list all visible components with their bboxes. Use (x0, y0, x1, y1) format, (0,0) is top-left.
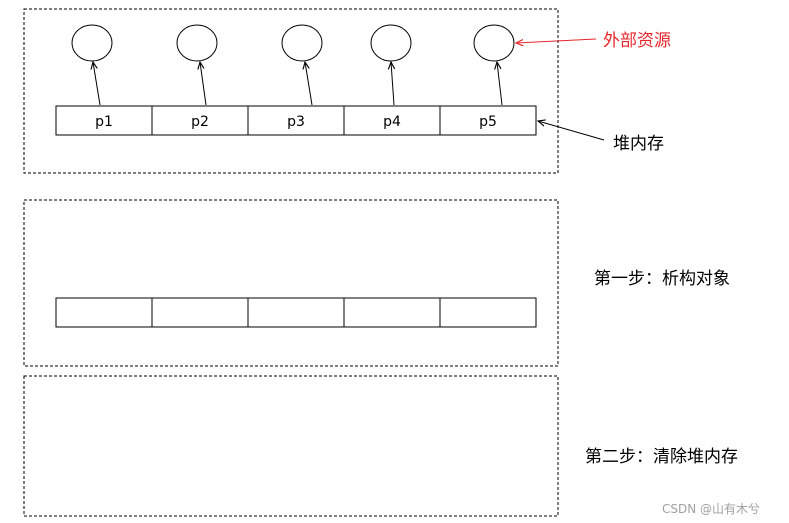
heap-cell-label: p1 (95, 114, 113, 130)
pointer-arrow-p5 (497, 62, 503, 106)
heap-cell (247, 105, 345, 136)
heap-array-1: p1 p2 p3 p4 p5 (55, 105, 537, 136)
external-resource-label: 外部资源 (603, 31, 671, 51)
heap-cell (439, 297, 537, 328)
resource-circle-2 (176, 24, 218, 62)
heap-cell (151, 105, 249, 136)
heap-memory-label: 堆内存 (613, 134, 664, 154)
resource-circle-4 (370, 24, 412, 62)
heap-cell (247, 297, 345, 328)
heap-memory-arrow (538, 121, 605, 141)
heap-cell (439, 105, 537, 136)
heap-cell-label: p5 (479, 114, 497, 130)
pointer-arrow-p1 (93, 62, 101, 106)
heap-cell-label: p4 (383, 114, 401, 130)
step-2-label: 第二步：清除堆内存 (585, 447, 738, 467)
pointer-arrow-p4 (391, 62, 394, 106)
pointer-arrows (93, 62, 503, 106)
external-resource-circles (71, 24, 515, 62)
external-resource-arrow (516, 38, 597, 43)
heap-cell (55, 297, 153, 328)
heap-cell (151, 297, 249, 328)
heap-cell-label: p2 (191, 114, 209, 130)
pointer-arrow-p2 (200, 62, 207, 106)
csdn-watermark: CSDN @山有木兮 (662, 502, 760, 516)
panel-3-frame (23, 375, 559, 517)
resource-circle-1 (71, 24, 113, 62)
step-1-label: 第一步：析构对象 (594, 269, 730, 289)
pointer-arrow-p3 (305, 62, 313, 106)
panel-1-frame (23, 8, 559, 174)
resource-circle-3 (281, 24, 323, 62)
panel-2-frame (23, 199, 559, 367)
heap-cell (343, 297, 441, 328)
resource-circle-5 (473, 24, 515, 62)
heap-array-2 (55, 297, 537, 328)
heap-cell-label: p3 (287, 114, 305, 130)
